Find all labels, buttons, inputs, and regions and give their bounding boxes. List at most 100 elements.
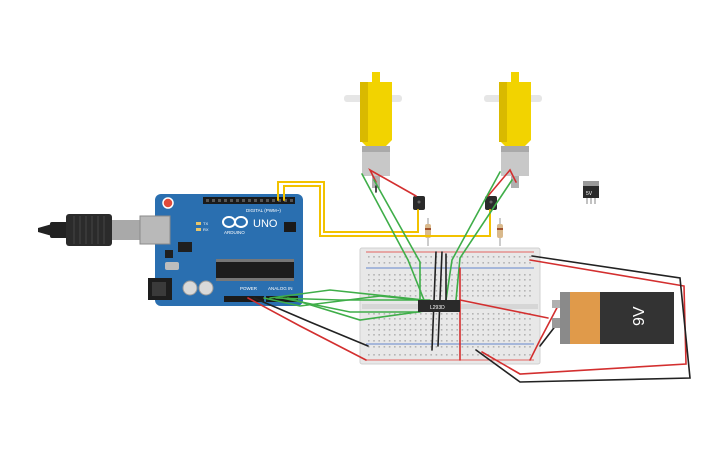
breadboard-hole <box>492 262 495 264</box>
breadboard-hole <box>477 340 479 342</box>
breadboard-hole <box>451 274 453 276</box>
resistor-left-body <box>425 224 431 238</box>
breadboard-hole <box>508 340 510 342</box>
breadboard-hole <box>373 285 375 287</box>
usb-cable[interactable] <box>38 214 140 246</box>
wire-green-motor-left-2[interactable] <box>373 179 421 301</box>
wire-green-arduino-4[interactable] <box>287 297 433 321</box>
breadboard-hole <box>482 346 484 348</box>
breadboard-hole <box>461 279 464 281</box>
breadboard-hole <box>508 290 510 292</box>
motor-driver-chip[interactable]: L293D <box>418 300 460 312</box>
wire-green-arduino-2[interactable] <box>275 297 431 301</box>
breadboard-hole <box>388 313 391 315</box>
wire-green-motor-left[interactable] <box>361 173 425 301</box>
wire-yellow-2[interactable] <box>283 185 491 237</box>
wire-green-motor-right[interactable] <box>445 171 501 301</box>
breadboard-hole <box>487 346 490 348</box>
breadboard-hole <box>513 279 516 281</box>
wire-battery-red[interactable] <box>481 259 687 375</box>
wire-motor-left-red[interactable] <box>368 168 417 197</box>
breadboard-hole <box>414 313 417 315</box>
resistor-right[interactable] <box>497 218 503 246</box>
breadboard-hole <box>466 329 469 331</box>
breadboard-hole <box>492 329 495 331</box>
breadboard-hole <box>482 262 484 264</box>
breadboard-hole <box>482 256 484 258</box>
breadboard-hole <box>513 324 516 326</box>
icsp-header <box>284 222 296 232</box>
wire-green-motor-right-2[interactable] <box>455 179 513 301</box>
breadboard-hole <box>399 274 401 276</box>
wire-battery-term-red[interactable] <box>529 301 561 361</box>
breadboard-hole <box>414 324 417 326</box>
dc-motor-right[interactable] <box>484 72 542 188</box>
breadboard-hole <box>414 256 417 258</box>
breadboard-hole <box>430 340 432 342</box>
wire-red-rail[interactable] <box>459 299 549 319</box>
breadboard-hole <box>451 256 453 258</box>
breadboard-hole <box>472 313 474 315</box>
breadboard-hole <box>487 256 490 258</box>
usb-connector-metal <box>112 220 140 240</box>
breadboard-hole <box>513 313 516 315</box>
breadboard-hole <box>518 324 521 326</box>
breadboard-hole <box>388 274 391 276</box>
breadboard-hole <box>529 346 531 348</box>
breadboard-hole <box>503 285 505 287</box>
breadboard-hole <box>404 354 406 356</box>
resistor-left[interactable] <box>425 218 431 246</box>
breadboard-hole <box>466 334 469 336</box>
reset-button[interactable] <box>162 197 174 209</box>
wire-black-jumper-2[interactable] <box>437 251 443 347</box>
dc-motor-left[interactable] <box>344 72 402 188</box>
transistor-left[interactable] <box>413 196 425 210</box>
breadboard-hole <box>378 318 380 320</box>
wire-arduino-gnd-black[interactable] <box>253 297 369 347</box>
breadboard-hole <box>404 340 406 342</box>
wire-motor-right-red[interactable] <box>487 168 517 197</box>
breadboard-hole <box>472 340 474 342</box>
breadboard-hole <box>503 256 505 258</box>
breadboard-hole <box>503 329 505 331</box>
breadboard-hole <box>456 329 458 331</box>
breadboard-hole <box>529 256 531 258</box>
breadboard-hole <box>456 346 458 348</box>
breadboard-hole <box>420 256 422 258</box>
tx-label: TX <box>203 221 208 226</box>
breadboard-hole <box>414 329 417 331</box>
breadboard-hole <box>503 346 505 348</box>
battery-9v[interactable]: 9V <box>552 292 674 344</box>
breadboard-hole <box>518 274 521 276</box>
breadboard-hole <box>461 334 464 336</box>
breadboard-hole <box>378 334 380 336</box>
transistor-right[interactable] <box>485 196 497 210</box>
breadboard-hole <box>529 318 531 320</box>
wire-arduino-5v-red[interactable] <box>247 297 367 361</box>
breadboard-hole <box>508 256 510 258</box>
breadboard-hole <box>383 324 386 326</box>
breadboard-hole <box>529 262 531 264</box>
breadboard-hole <box>378 324 380 326</box>
arduino-board[interactable]: DIGITAL (PWM~) UNO ARDUINO TX RX POWER A… <box>139 194 303 306</box>
breadboard-hole <box>482 279 484 281</box>
wire-battery-black[interactable] <box>475 255 691 383</box>
breadboard-hole <box>430 279 432 281</box>
wire-yellow-1[interactable] <box>277 181 419 233</box>
breadboard-hole <box>368 346 370 348</box>
power-jack-inner <box>152 282 166 296</box>
breadboard-hole <box>487 290 490 292</box>
breadboard-hole <box>498 318 500 320</box>
breadboard-hole <box>388 334 391 336</box>
breadboard-hole <box>435 354 438 356</box>
breadboard-hole <box>492 290 495 292</box>
voltage-regulator[interactable]: 5V <box>583 181 599 204</box>
breadboard-hole <box>425 262 427 264</box>
breadboard-hole <box>518 318 521 320</box>
wire-green-arduino-5[interactable] <box>263 295 419 307</box>
breadboard-hole <box>404 295 406 297</box>
breadboard-hole <box>529 334 531 336</box>
breadboard-hole <box>440 329 443 331</box>
motor-right-gearbox-shade <box>499 82 507 142</box>
breadboard-hole <box>388 290 391 292</box>
